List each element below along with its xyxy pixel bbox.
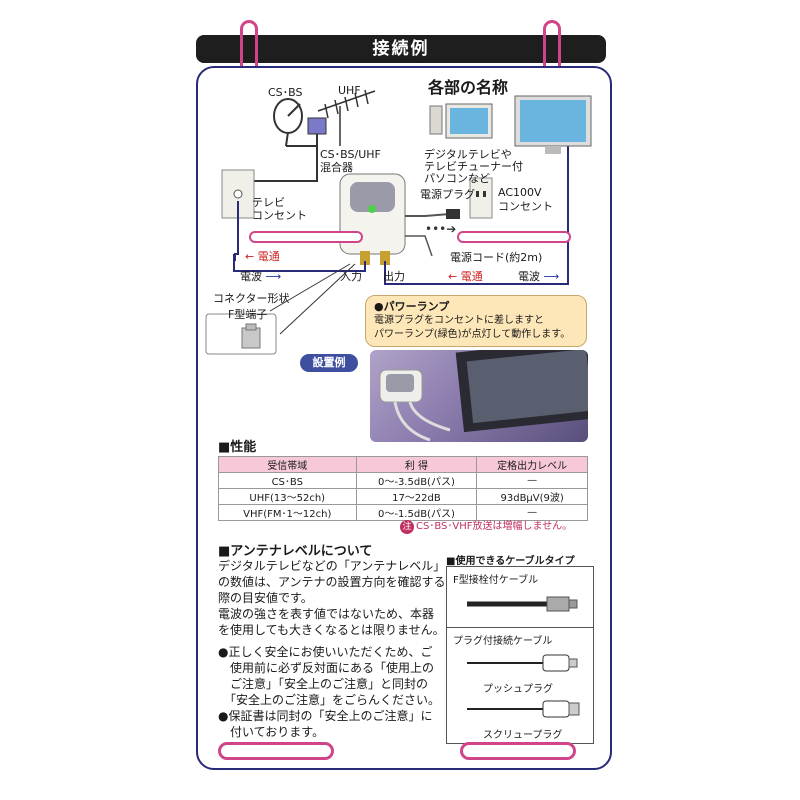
wave-left-text: 電波 [240,270,262,283]
antenna-line: の数値は、アンテナの設置方向を確認する [218,575,446,589]
antenna-text-block: デジタルテレビなどの「アンテナレベル」 の数値は、アンテナの設置方向を確認する … [218,558,446,638]
label-tv-2: テレビチューナー付 [424,160,523,173]
svg-text:•••➔: •••➔ [425,222,456,236]
install-example-photo [370,350,588,442]
bullet-line: 使用前に必ず反対面にある「使用上の [218,661,435,675]
label-f-terminal: F型端子 [228,308,268,321]
cable-types-box: F型接栓付ケーブル プラグ付接続ケーブル プッシュプラグ スクリュープラグ [446,566,594,744]
page-title: 接続例 [196,35,606,63]
bullet-line: ●正しく安全にお使いいただくため、ご [218,645,433,659]
bullet-line: 「安全上のご注意」をごらんください。 [218,693,441,707]
label-cord: 電源コード(約2m) [450,251,543,264]
power-plug [446,209,460,219]
wave-right-text: 電波 [518,270,540,283]
push-plug-label: プッシュプラグ [483,684,553,695]
pc-monitor [429,103,493,139]
antenna-line: 電波の強さを表す値ではないため、本器 [218,607,435,621]
mixer-box [307,117,327,135]
binder-ring-bottom-left [218,742,334,760]
label-ac-1: AC100V [498,186,542,199]
table-cell: — [476,472,588,489]
label-connector-shape: コネクター形状 [213,292,290,305]
cable-types-heading: ■使用できるケーブルタイプ [446,556,575,567]
antenna-line: を使用しても大きくなるとは限りません。 [218,623,445,637]
label-wave-left: 電波 ⟶ [240,270,282,283]
callout-line-1: 電源プラグをコンセントに差しますと [374,315,544,326]
label-outlet-2: コンセント [252,209,307,222]
tv-monitor [514,95,592,154]
antenna-line: デジタルテレビなどの「アンテナレベル」 [218,559,446,573]
install-example-label: 設置例 [300,354,358,372]
col-output: 定格出力レベル [476,456,588,473]
label-tv-3: パソコンなど [424,172,490,185]
cable-type-f-section: F型接栓付ケーブル [447,567,593,628]
label-input: 入力 [340,270,362,283]
label-tv-1: デジタルテレビや [424,148,512,161]
performance-table: 受信帯域 利 得 定格出力レベル CS･BS 0～-3.5dB(パス) — UH… [218,456,588,521]
install-photo-illustration [379,350,588,442]
cable-type-plug-section: プラグ付接続ケーブル プッシュプラグ スクリュープラグ [447,628,593,742]
f-cable-icon [467,596,578,612]
bullet-line: ご注意」「安全上のご注意」と同封の [218,677,429,691]
ac-outlet [469,177,493,219]
label-current-left: ← 電通 [245,250,280,263]
bullet-line: ●保証書は同封の「安全上のご注意」に [218,709,433,723]
push-plug-icon [467,654,578,672]
screw-plug-label: スクリュープラグ [483,730,563,741]
f-connector-icon [241,323,261,349]
label-csbs: CS･BS [268,86,303,99]
table-cell: 0～-1.5dB(パス) [355,504,478,521]
table-cell: 17～22dB [355,488,478,505]
power-lamp-callout: ●パワーランプ 電源プラグをコンセントに差しますと パワーランプ(緑色)が点灯し… [365,295,587,347]
bullet-line: 付いております。 [218,725,325,739]
label-mixer-2: 混合器 [320,161,353,174]
table-cell: 0～-3.5dB(パス) [355,472,478,489]
performance-heading: ■性能 [218,440,257,455]
label-output: 出力 [383,270,405,283]
screw-plug-icon [467,700,580,718]
note-text: CS･BS･VHF放送は増幅しません。 [416,521,573,532]
note-mark-icon: 注 [400,520,414,534]
section-title-parts: 各部の名称 [428,78,509,97]
cable-type-f-label: F型接栓付ケーブル [453,575,539,586]
current-right-text: 電通 [460,270,483,283]
callout-title: ●パワーランプ [374,300,450,313]
table-row: UHF(13～52ch) 17～22dB 93dBμV(9波) [218,488,588,505]
label-current-right: ← 電通 [448,270,483,283]
label-ac-2: コンセント [498,200,553,213]
current-left-text: 電通 [257,250,280,263]
binder-ring-bottom-right [460,742,576,760]
table-header-row: 受信帯域 利 得 定格出力レベル [218,456,588,473]
callout-line-2: パワーランプ(緑色)が点灯して動作します。 [374,329,571,340]
cable-type-plug-label: プラグ付接続ケーブル [453,636,553,647]
table-row: CS･BS 0～-3.5dB(パス) — [218,472,588,489]
table-cell: CS･BS [218,472,357,489]
table-cell: 93dBμV(9波) [476,488,588,505]
col-band: 受信帯域 [218,456,357,473]
uhf-antenna-icon [317,89,376,146]
safety-bullets: ●正しく安全にお使いいただくため、ご 使用前に必ず反対面にある「使用上の ご注意… [218,644,440,740]
col-gain: 利 得 [355,456,478,473]
label-plug: 電源プラグ [420,188,475,201]
antenna-line: 際の目安値です。 [218,591,313,605]
table-cell: VHF(FM･1～12ch) [218,504,357,521]
label-uhf: UHF [338,84,361,97]
label-mixer-1: CS･BS/UHF [320,148,381,161]
label-outlet-1: テレビ [252,196,285,209]
table-cell: UHF(13～52ch) [218,488,357,505]
satellite-dish-icon [273,98,303,147]
table-row: VHF(FM･1～12ch) 0～-1.5dB(パス) — [218,504,588,521]
connection-diagram: •••➔ [205,89,592,355]
antenna-heading: ■アンテナレベルについて [218,544,373,559]
table-cell: — [476,504,588,521]
booster-device [339,173,406,265]
label-wave-right: 電波 ⟶ [518,270,560,283]
